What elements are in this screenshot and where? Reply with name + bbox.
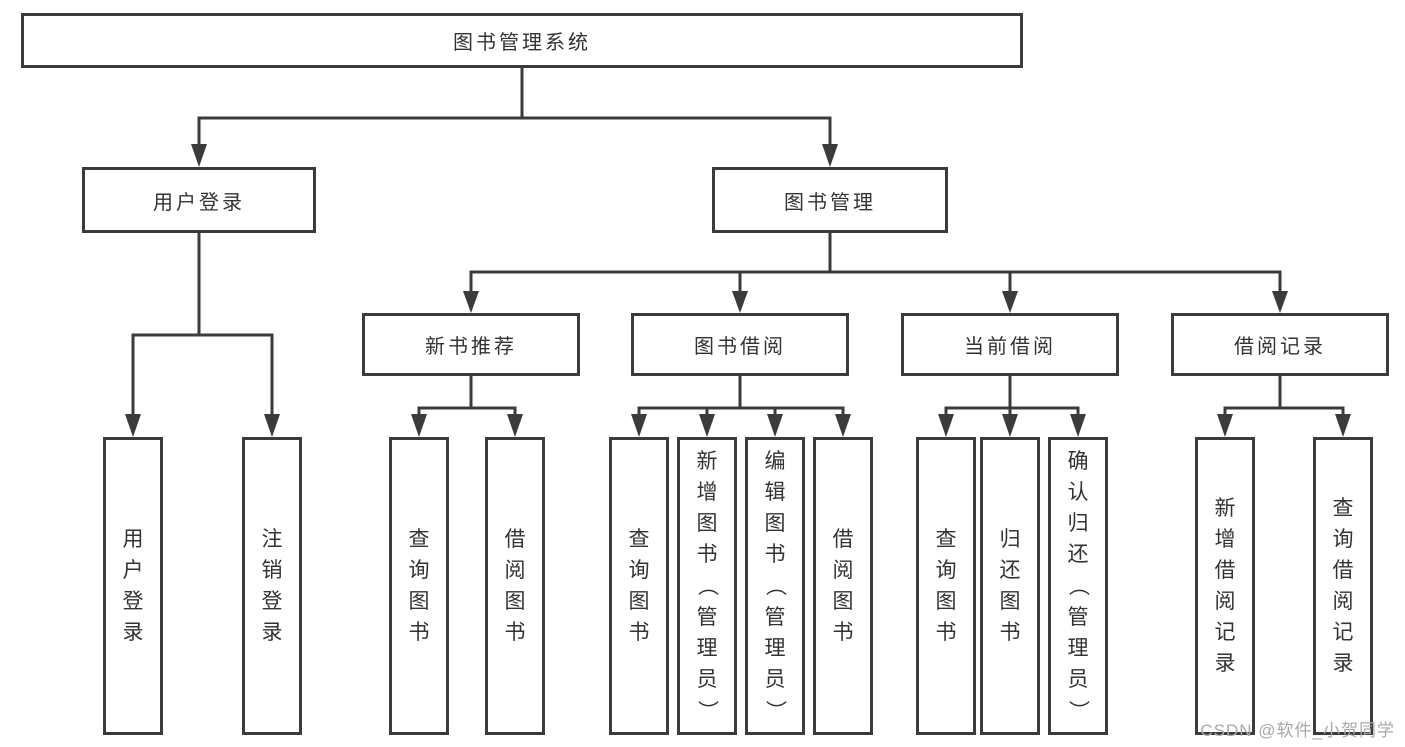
leaf-borrow-books-recommend: 借阅图书 <box>485 437 545 735</box>
leaf-label: 注销登录 <box>261 527 283 645</box>
leaf-label: 查询图书 <box>408 527 430 645</box>
leaf-query-books-borrow: 查询图书 <box>609 437 669 735</box>
leaf-label: 用户登录 <box>122 527 144 645</box>
node-book-management: 图书管理 <box>712 167 948 233</box>
leaf-label: 确认归还（管理员） <box>1066 450 1090 721</box>
node-borrowing-records: 借阅记录 <box>1171 313 1389 376</box>
node-label: 图书借阅 <box>694 336 786 358</box>
leaf-label: 查询图书 <box>628 527 650 645</box>
leaf-edit-books-admin: 编辑图书（管理员） <box>745 437 805 735</box>
leaf-query-borrow-record: 查询借阅记录 <box>1313 437 1373 735</box>
leaf-label: 编辑图书（管理员） <box>763 450 787 721</box>
arrowheads <box>125 144 1351 437</box>
connector-segments <box>131 66 1345 419</box>
leaf-label: 查询图书 <box>935 527 957 645</box>
leaf-query-books-recommend: 查询图书 <box>389 437 449 735</box>
node-current-borrowing: 当前借阅 <box>901 313 1119 376</box>
leaf-add-borrow-record: 新增借阅记录 <box>1195 437 1255 735</box>
node-user-login: 用户登录 <box>82 167 316 233</box>
node-label: 图书管理系统 <box>453 32 591 54</box>
node-label: 用户登录 <box>153 191 245 214</box>
leaf-user-login: 用户登录 <box>103 437 163 735</box>
node-new-book-recommendation: 新书推荐 <box>362 313 580 376</box>
node-label: 借阅记录 <box>1234 336 1326 358</box>
leaf-borrow-books: 借阅图书 <box>813 437 873 735</box>
node-label: 新书推荐 <box>425 336 517 358</box>
node-book-borrowing: 图书借阅 <box>631 313 849 376</box>
leaf-return-books: 归还图书 <box>980 437 1040 735</box>
node-library-management-system: 图书管理系统 <box>21 13 1023 68</box>
leaf-confirm-return-admin: 确认归还（管理员） <box>1048 437 1108 735</box>
leaf-query-books-current: 查询图书 <box>916 437 976 735</box>
node-label: 当前借阅 <box>964 336 1056 358</box>
leaf-label: 归还图书 <box>999 527 1021 645</box>
node-label: 图书管理 <box>784 191 876 214</box>
leaf-add-books-admin: 新增图书（管理员） <box>677 437 737 735</box>
leaf-label: 借阅图书 <box>832 527 854 645</box>
leaf-logout: 注销登录 <box>242 437 302 735</box>
leaf-label: 新增图书（管理员） <box>695 450 719 721</box>
leaf-label: 新增借阅记录 <box>1214 496 1236 676</box>
leaf-label: 借阅图书 <box>504 527 526 645</box>
csdn-watermark: CSDN @软件_小贺同学 <box>1200 721 1395 740</box>
leaf-label: 查询借阅记录 <box>1332 496 1354 676</box>
